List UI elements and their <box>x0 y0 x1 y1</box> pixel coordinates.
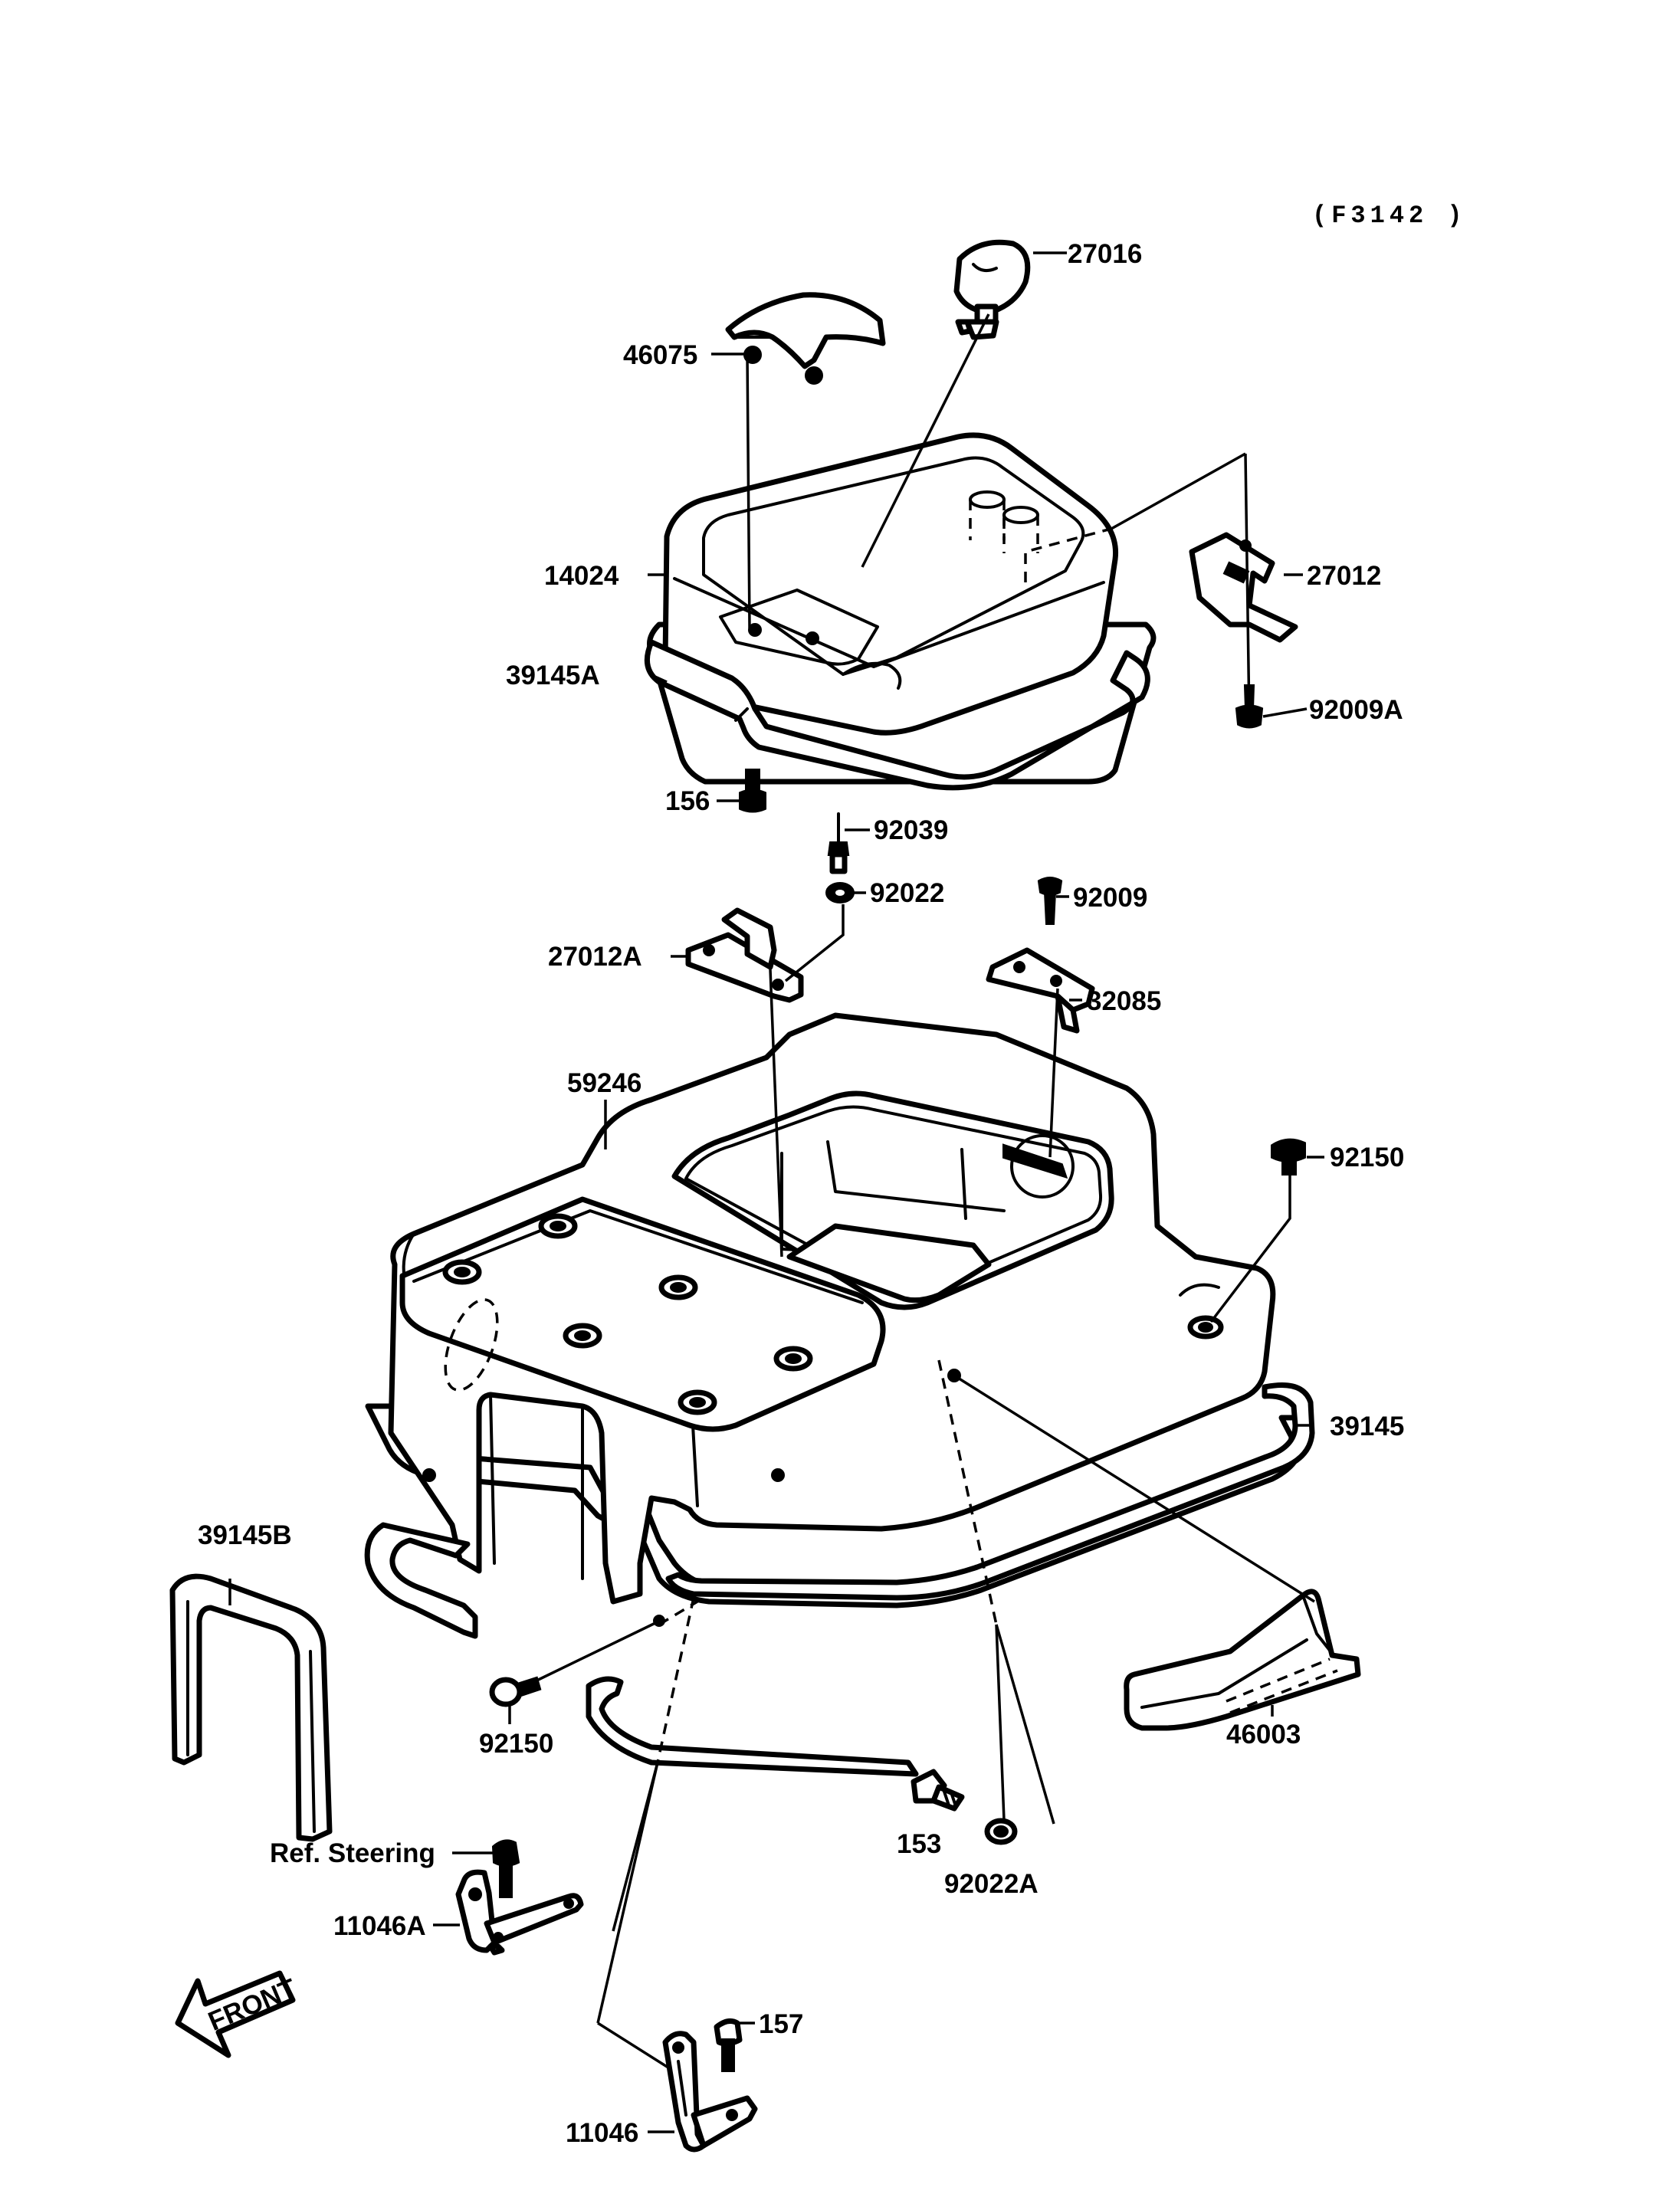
label-92150-right: 92150 <box>1330 1143 1404 1172</box>
part-39145-gasket <box>665 1382 1315 1601</box>
label-46075: 46075 <box>623 340 697 370</box>
leader-lines <box>228 251 1324 2133</box>
label-92022: 92022 <box>870 878 944 908</box>
part-11046-bracket <box>662 2018 758 2153</box>
figure-code: (F3142 ) <box>1312 202 1467 230</box>
part-153-bolt <box>911 1769 965 1812</box>
label-27012: 27012 <box>1307 561 1381 591</box>
label-92022A: 92022A <box>944 1869 1039 1899</box>
label-14024: 14024 <box>544 561 619 591</box>
label-39145: 39145 <box>1330 1412 1404 1441</box>
label-11046: 11046 <box>566 2118 638 2148</box>
part-92150-right-screw <box>1271 1138 1306 1176</box>
part-27016-knob <box>953 239 1031 340</box>
part-11046A-bracket <box>455 1839 584 1956</box>
label-92009A: 92009A <box>1309 695 1403 725</box>
part-92009-screw <box>1037 877 1063 925</box>
part-92022-washer <box>825 882 855 903</box>
part-59246-main-body <box>365 1012 1306 1627</box>
label-39145B: 39145B <box>198 1520 292 1550</box>
front-arrow: FRONT <box>175 1970 300 2058</box>
label-27012A: 27012A <box>548 942 642 972</box>
label-92150-left: 92150 <box>479 1729 553 1759</box>
part-156-screw <box>739 769 766 813</box>
label-156: 156 <box>665 786 710 816</box>
label-92009: 92009 <box>1073 883 1147 913</box>
label-ref-steering: Ref. Steering <box>270 1838 435 1868</box>
label-32085: 32085 <box>1087 986 1161 1016</box>
part-32085-bracket <box>986 947 1095 1034</box>
part-39145A-gasket <box>644 639 1150 791</box>
part-27012-clip <box>1189 532 1298 643</box>
part-92022A-washer <box>984 1818 1018 1845</box>
part-39145-left-gasket <box>364 1522 919 1777</box>
part-27012A-bracket <box>685 907 804 1003</box>
label-39145A: 39145A <box>506 661 600 690</box>
part-92039-pin <box>827 812 850 874</box>
part-39145B-seal <box>169 1573 333 1842</box>
label-157: 157 <box>759 2009 803 2039</box>
part-46003-step-pad <box>1124 1589 1361 1731</box>
label-11046A: 11046A <box>333 1911 426 1941</box>
part-46075-cover <box>725 292 886 385</box>
label-153: 153 <box>897 1829 941 1859</box>
label-46003: 46003 <box>1226 1720 1301 1749</box>
label-92039: 92039 <box>874 815 948 845</box>
label-59246: 59246 <box>567 1068 641 1098</box>
label-27016: 27016 <box>1068 239 1142 269</box>
